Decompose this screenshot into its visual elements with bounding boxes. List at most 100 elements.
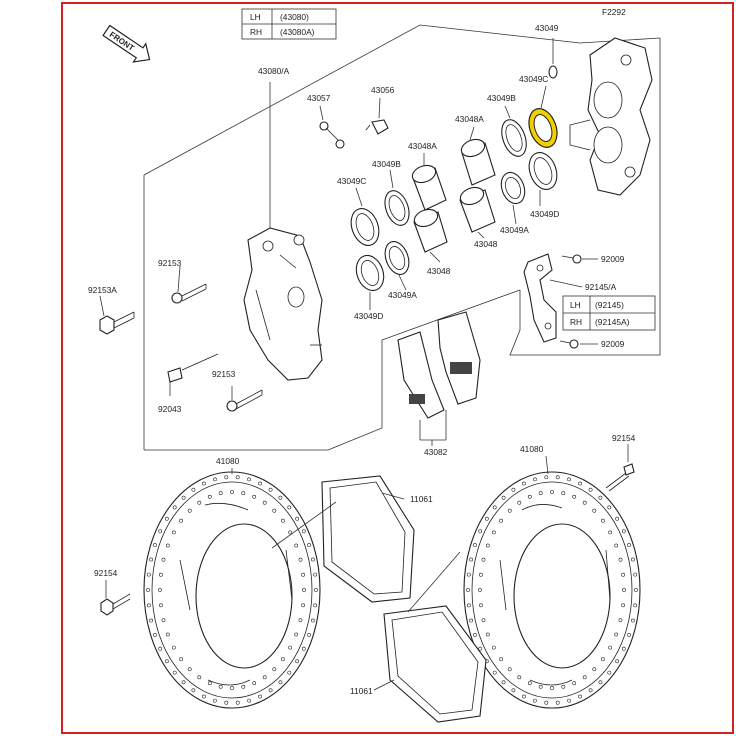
disc-hole: [165, 632, 170, 637]
disc-hole: [158, 646, 163, 651]
disc-hole: [158, 603, 163, 608]
disc-hole: [287, 670, 292, 675]
disc-hole: [501, 495, 506, 500]
disc-hole: [146, 588, 150, 592]
label-disc-bolt-left: 92154: [94, 568, 118, 578]
disc-hole: [252, 681, 257, 686]
caliper-side-table: LH (43080) RH (43080A): [241, 8, 337, 40]
brake-pads-43082: [397, 311, 481, 441]
bracket-table-rh: RH: [570, 317, 582, 327]
shim-11061-lower: [383, 605, 487, 723]
disc-hole: [517, 500, 522, 505]
disc-hole: [307, 543, 311, 547]
disc-hole: [631, 557, 635, 562]
disc-hole: [538, 684, 543, 689]
disc-hole: [165, 543, 170, 548]
disc-hole: [262, 500, 267, 505]
disc-hole: [288, 645, 293, 650]
disc-hole: [181, 495, 186, 500]
brake-disc-right: [463, 471, 641, 709]
disc-hole: [473, 633, 477, 637]
pin-92043: [167, 353, 219, 383]
label-cal-bolt-small: 43057: [307, 93, 331, 103]
bleeder-43056: [365, 119, 389, 135]
disc-hole: [313, 572, 318, 577]
disc-hole: [280, 657, 285, 662]
label-bolt-92009-bottom: 92009: [601, 339, 625, 349]
disc-hole: [608, 530, 613, 535]
label-seal-a-left: 43049A: [388, 290, 417, 300]
disc-hole: [538, 491, 543, 496]
disc-hole: [218, 684, 223, 689]
disc-hole: [550, 686, 554, 690]
disc-hole: [544, 475, 549, 480]
disc-hole: [618, 557, 623, 562]
label-seal-c-left: 43049C: [337, 176, 366, 186]
disc-hole: [578, 481, 583, 486]
disc-hole: [572, 494, 577, 499]
disc-hole: [614, 543, 619, 548]
disc-hole: [164, 516, 169, 521]
disc-bolt-92154-left: [100, 593, 131, 616]
label-seal-c-highlighted: 43049C: [519, 74, 548, 84]
disc-hole: [466, 588, 470, 592]
disc-hole: [278, 495, 283, 500]
label-seal-d-right: 43049D: [530, 209, 559, 219]
piston-43048-left: [413, 208, 448, 253]
disc-hole: [621, 572, 626, 577]
disc-hole: [631, 618, 635, 623]
disc-hole: [507, 508, 512, 513]
disc-hole: [218, 491, 223, 496]
disc-hole: [544, 700, 549, 705]
label-seal-d-left: 43049D: [354, 311, 383, 321]
label-piston-right: 43048: [474, 239, 498, 249]
disc-hole: [588, 487, 593, 492]
seal-43049a-right: [500, 171, 526, 205]
disc-hole: [179, 657, 184, 662]
seal-43049a-left: [384, 241, 410, 275]
disc-hole: [197, 675, 202, 680]
bracket-92145: [523, 253, 557, 343]
label-disc-right: 41080: [520, 444, 544, 454]
disc-hole: [295, 516, 300, 521]
disc-hole: [314, 588, 318, 592]
caliper-table-rh: RH: [250, 27, 262, 37]
seal-43049d-right: [528, 152, 558, 190]
disc-hole: [561, 684, 566, 689]
disc-hole: [555, 700, 560, 705]
caliper-table-rh-part: (43080A): [280, 27, 315, 37]
disc-hole: [499, 657, 504, 662]
caliper-table-lh: LH: [250, 12, 261, 22]
disc-hole: [615, 659, 620, 664]
disc-hole: [268, 487, 273, 492]
seal-43049d-left: [355, 254, 385, 292]
disc-hole: [627, 543, 631, 547]
disc-hole: [511, 487, 516, 492]
diagram-frame: [61, 2, 734, 734]
washer-43049: [548, 65, 558, 79]
disc-hole: [161, 618, 166, 623]
disc-hole: [298, 618, 303, 623]
disc-hole: [608, 645, 613, 650]
disc-hole: [614, 632, 619, 637]
caliper-group-outline: [143, 24, 661, 451]
disc-left-holes: [146, 475, 318, 705]
disc-hole: [555, 475, 560, 480]
disc-hole: [466, 603, 471, 608]
disc-hole: [499, 518, 504, 523]
disc-bolt-92154-right: [605, 463, 635, 492]
disc-hole: [522, 694, 526, 699]
disc-hole: [527, 681, 532, 686]
disc-hole: [247, 698, 252, 703]
disc-hole: [272, 667, 277, 672]
label-bolt-92009-top: 92009: [601, 254, 625, 264]
disc-hole: [517, 675, 522, 680]
brake-disc-left: [143, 471, 321, 709]
disc-hole: [607, 670, 612, 675]
disc-hole: [268, 688, 273, 693]
disc-hole: [478, 588, 482, 592]
figure-code: F2292: [602, 7, 626, 17]
disc-hole: [197, 500, 202, 505]
